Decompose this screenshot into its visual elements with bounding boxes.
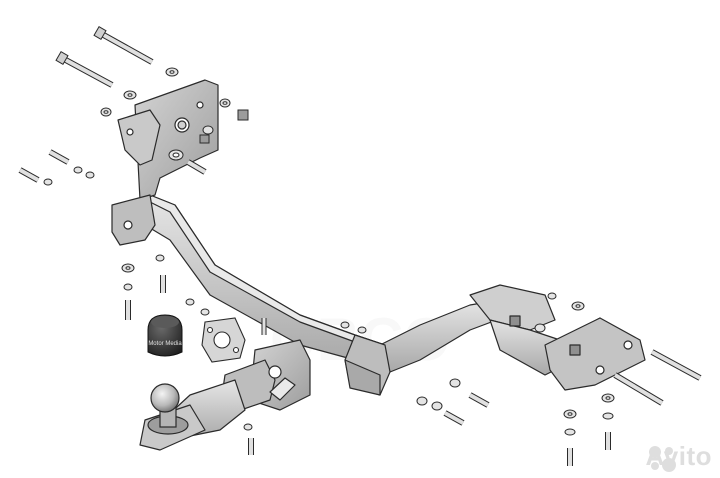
right-bracket bbox=[469, 284, 646, 391]
bolt-mid-2 bbox=[468, 392, 490, 408]
bolts bbox=[18, 25, 702, 466]
bolt-short-2 bbox=[48, 149, 70, 165]
avito-logo: Avito bbox=[645, 441, 712, 472]
bolt-right-2 bbox=[613, 372, 664, 406]
bolt-right-1 bbox=[650, 349, 702, 381]
bolt-long-2 bbox=[55, 50, 114, 88]
avito-dots-icon bbox=[649, 446, 677, 472]
left-bracket bbox=[111, 79, 219, 246]
cap-label: Motor Media bbox=[148, 341, 182, 347]
washers bbox=[43, 67, 615, 436]
bolt-mid-3 bbox=[443, 410, 465, 426]
bolt-mid-1 bbox=[186, 159, 207, 175]
bolt-short-1 bbox=[18, 167, 40, 183]
socket-plate bbox=[201, 317, 246, 363]
tow-ball bbox=[147, 383, 189, 435]
main-crossbar bbox=[144, 194, 511, 396]
bolt-long-1 bbox=[93, 25, 154, 65]
ball-cap: Motor Media bbox=[147, 314, 183, 357]
